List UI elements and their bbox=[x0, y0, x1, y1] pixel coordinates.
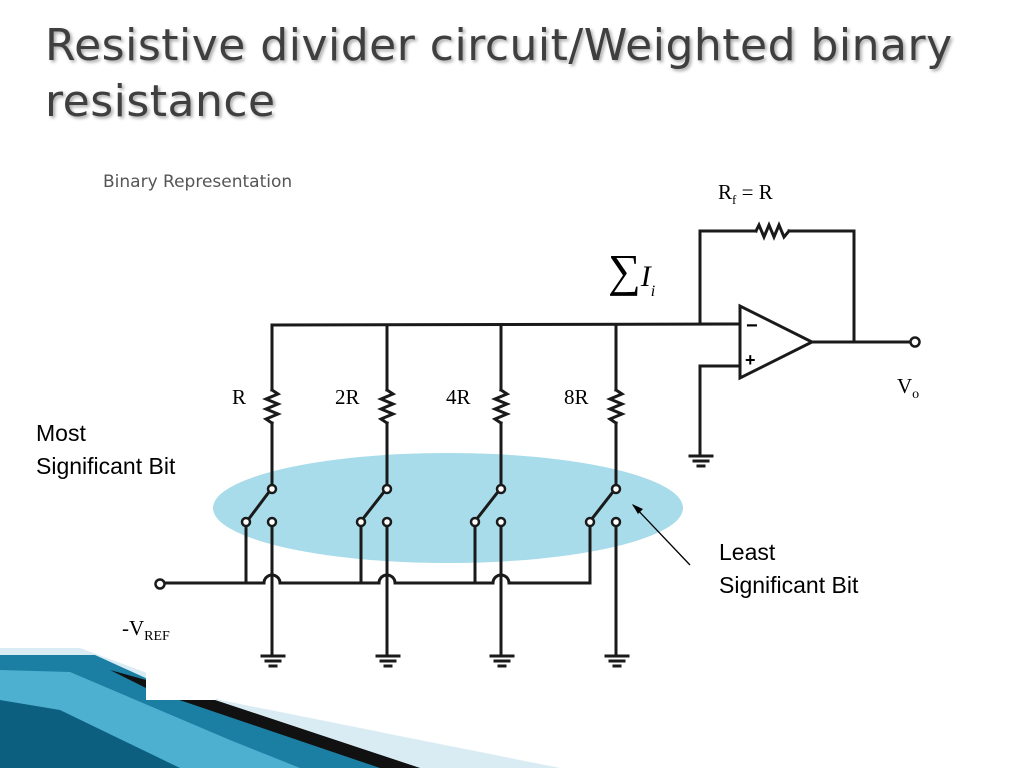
msb-line-1: Most bbox=[36, 420, 86, 446]
feedback-resistor-label: Rf = R bbox=[718, 180, 773, 208]
switch-blades bbox=[245, 485, 619, 523]
lsb-line-1: Least bbox=[719, 539, 776, 565]
resistor-branch-r bbox=[262, 323, 282, 490]
resistor-label-2r: 2R bbox=[335, 385, 360, 409]
output-voltage-label: Vo bbox=[897, 374, 920, 403]
reference-voltage-label: -VREF bbox=[122, 616, 170, 645]
summing-bus-wire bbox=[270, 322, 742, 327]
resistor-branch-8r bbox=[606, 323, 626, 490]
output-terminal bbox=[909, 336, 921, 348]
ground-contacts bbox=[270, 522, 618, 657]
lsb-line-2: Significant Bit bbox=[719, 572, 859, 598]
opamp-minus-sign: − bbox=[746, 315, 758, 337]
lsb-pointer-arrow bbox=[632, 504, 691, 566]
opamp-ground-wire bbox=[698, 364, 742, 457]
msb-annotation: Most Significant Bit bbox=[36, 417, 175, 483]
slide-title: Resistive divider circuit/Weighted binar… bbox=[45, 20, 953, 127]
resistor-branch-2r bbox=[377, 323, 397, 490]
resistor-label-4r: 4R bbox=[446, 385, 471, 409]
slide-subtitle: Binary Representation bbox=[103, 172, 293, 192]
reference-contacts bbox=[244, 522, 592, 585]
reference-bus-wire bbox=[161, 573, 592, 585]
resistor-branch-4r bbox=[491, 323, 511, 490]
resistor-label-r: R bbox=[232, 385, 247, 409]
feedback-path bbox=[698, 221, 856, 344]
vref-terminal bbox=[154, 578, 166, 590]
resistor-label-8r: 8R bbox=[564, 385, 589, 409]
opamp-plus-sign: + bbox=[745, 350, 756, 370]
ground-symbols bbox=[260, 654, 630, 668]
switch-contact-terminals bbox=[154, 336, 921, 590]
lsb-annotation: Least Significant Bit bbox=[719, 536, 858, 602]
sum-current-label: ∑Ii bbox=[608, 245, 656, 301]
opamp-symbol bbox=[738, 303, 816, 381]
msb-line-2: Significant Bit bbox=[36, 453, 176, 479]
switch-highlight-ellipse bbox=[213, 453, 683, 563]
